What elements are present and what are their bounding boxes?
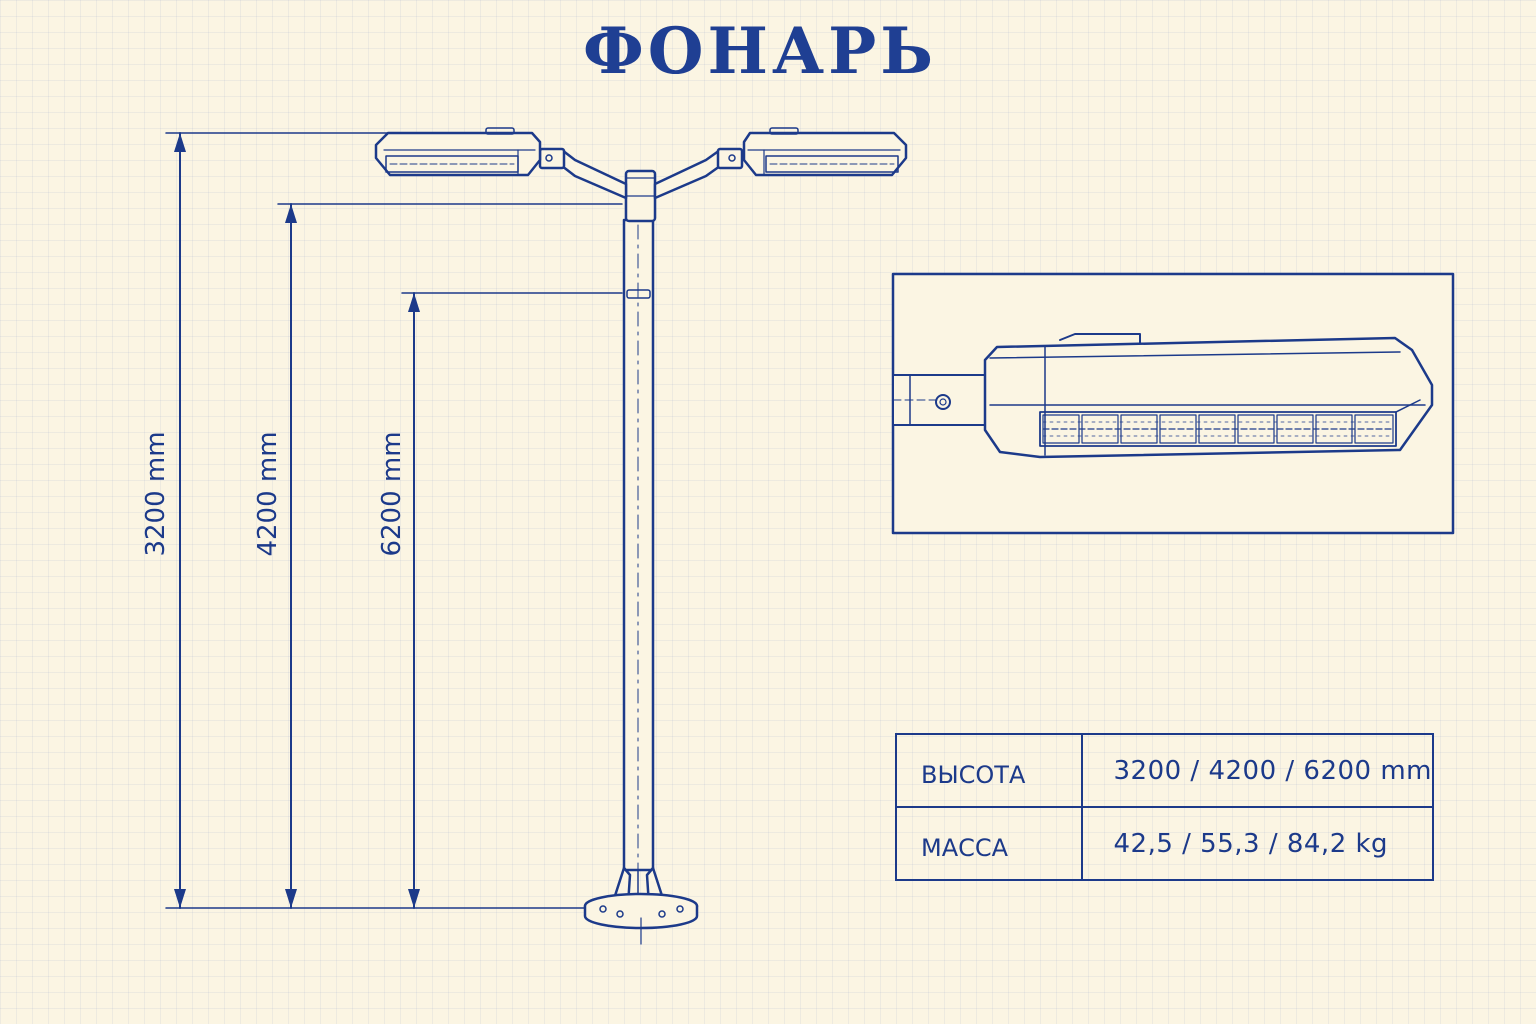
right-luminaire [742, 127, 908, 177]
spec-value-mass: 42,5 / 55,3 / 84,2 kg [1081, 806, 1434, 881]
spec-key-height: ВЫСОТА [894, 733, 1084, 808]
dimension-lines [165, 132, 623, 909]
left-luminaire [374, 127, 542, 177]
table-row: МАССА 42,5 / 55,3 / 84,2 kg [894, 806, 1434, 881]
lamp-pole [538, 147, 744, 945]
dimension-label-4200: 4200 mm [253, 431, 283, 557]
dimension-label-3200: 3200 mm [141, 431, 171, 557]
luminaire-detail-view [891, 272, 1455, 535]
spec-key-mass: МАССА [894, 806, 1084, 881]
specs-table: ВЫСОТА 3200 / 4200 / 6200 mm МАССА 42,5 … [894, 733, 1434, 881]
dimension-arrows [174, 133, 420, 908]
spec-value-height: 3200 / 4200 / 6200 mm [1081, 733, 1434, 808]
dimension-label-6200: 6200 mm [377, 431, 407, 557]
table-row: ВЫСОТА 3200 / 4200 / 6200 mm [894, 733, 1434, 808]
drawing-title: ФОНАРЬ [583, 14, 937, 89]
